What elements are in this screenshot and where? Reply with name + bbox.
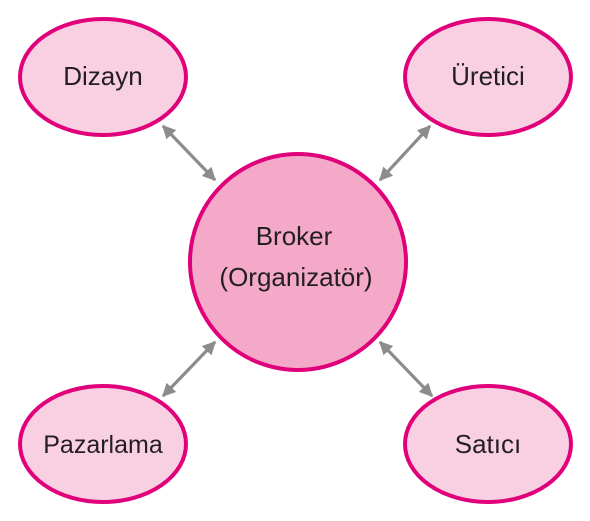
arrow-satici-broker: [378, 340, 434, 398]
connector-arrows: [161, 124, 434, 398]
node-pazarlama: Pazarlama: [18, 384, 188, 504]
arrow-dizayn-broker: [161, 124, 217, 182]
node-satici-label: Satıcı: [455, 429, 521, 459]
node-broker-label-line2: (Organizatör): [219, 262, 372, 292]
node-dizayn-shape: [18, 17, 188, 137]
node-dizayn: Dizayn: [18, 17, 188, 137]
node-uretici-label: Üretici: [451, 61, 525, 91]
node-satici: Satıcı: [403, 384, 573, 504]
node-uretici-shape: [403, 17, 573, 137]
node-broker-label-line1: Broker: [256, 221, 333, 251]
node-satici-shape: [403, 384, 573, 504]
node-uretici: Üretici: [403, 17, 573, 137]
node-broker-shape: [188, 152, 408, 372]
node-pazarlama-shape: [18, 384, 188, 504]
node-pazarlama-label: Pazarlama: [43, 431, 163, 459]
arrow-pazarlama-broker: [161, 340, 217, 398]
node-broker: Broker (Organizatör): [188, 152, 408, 372]
arrow-uretici-broker: [378, 124, 432, 182]
node-dizayn-label: Dizayn: [63, 61, 142, 91]
